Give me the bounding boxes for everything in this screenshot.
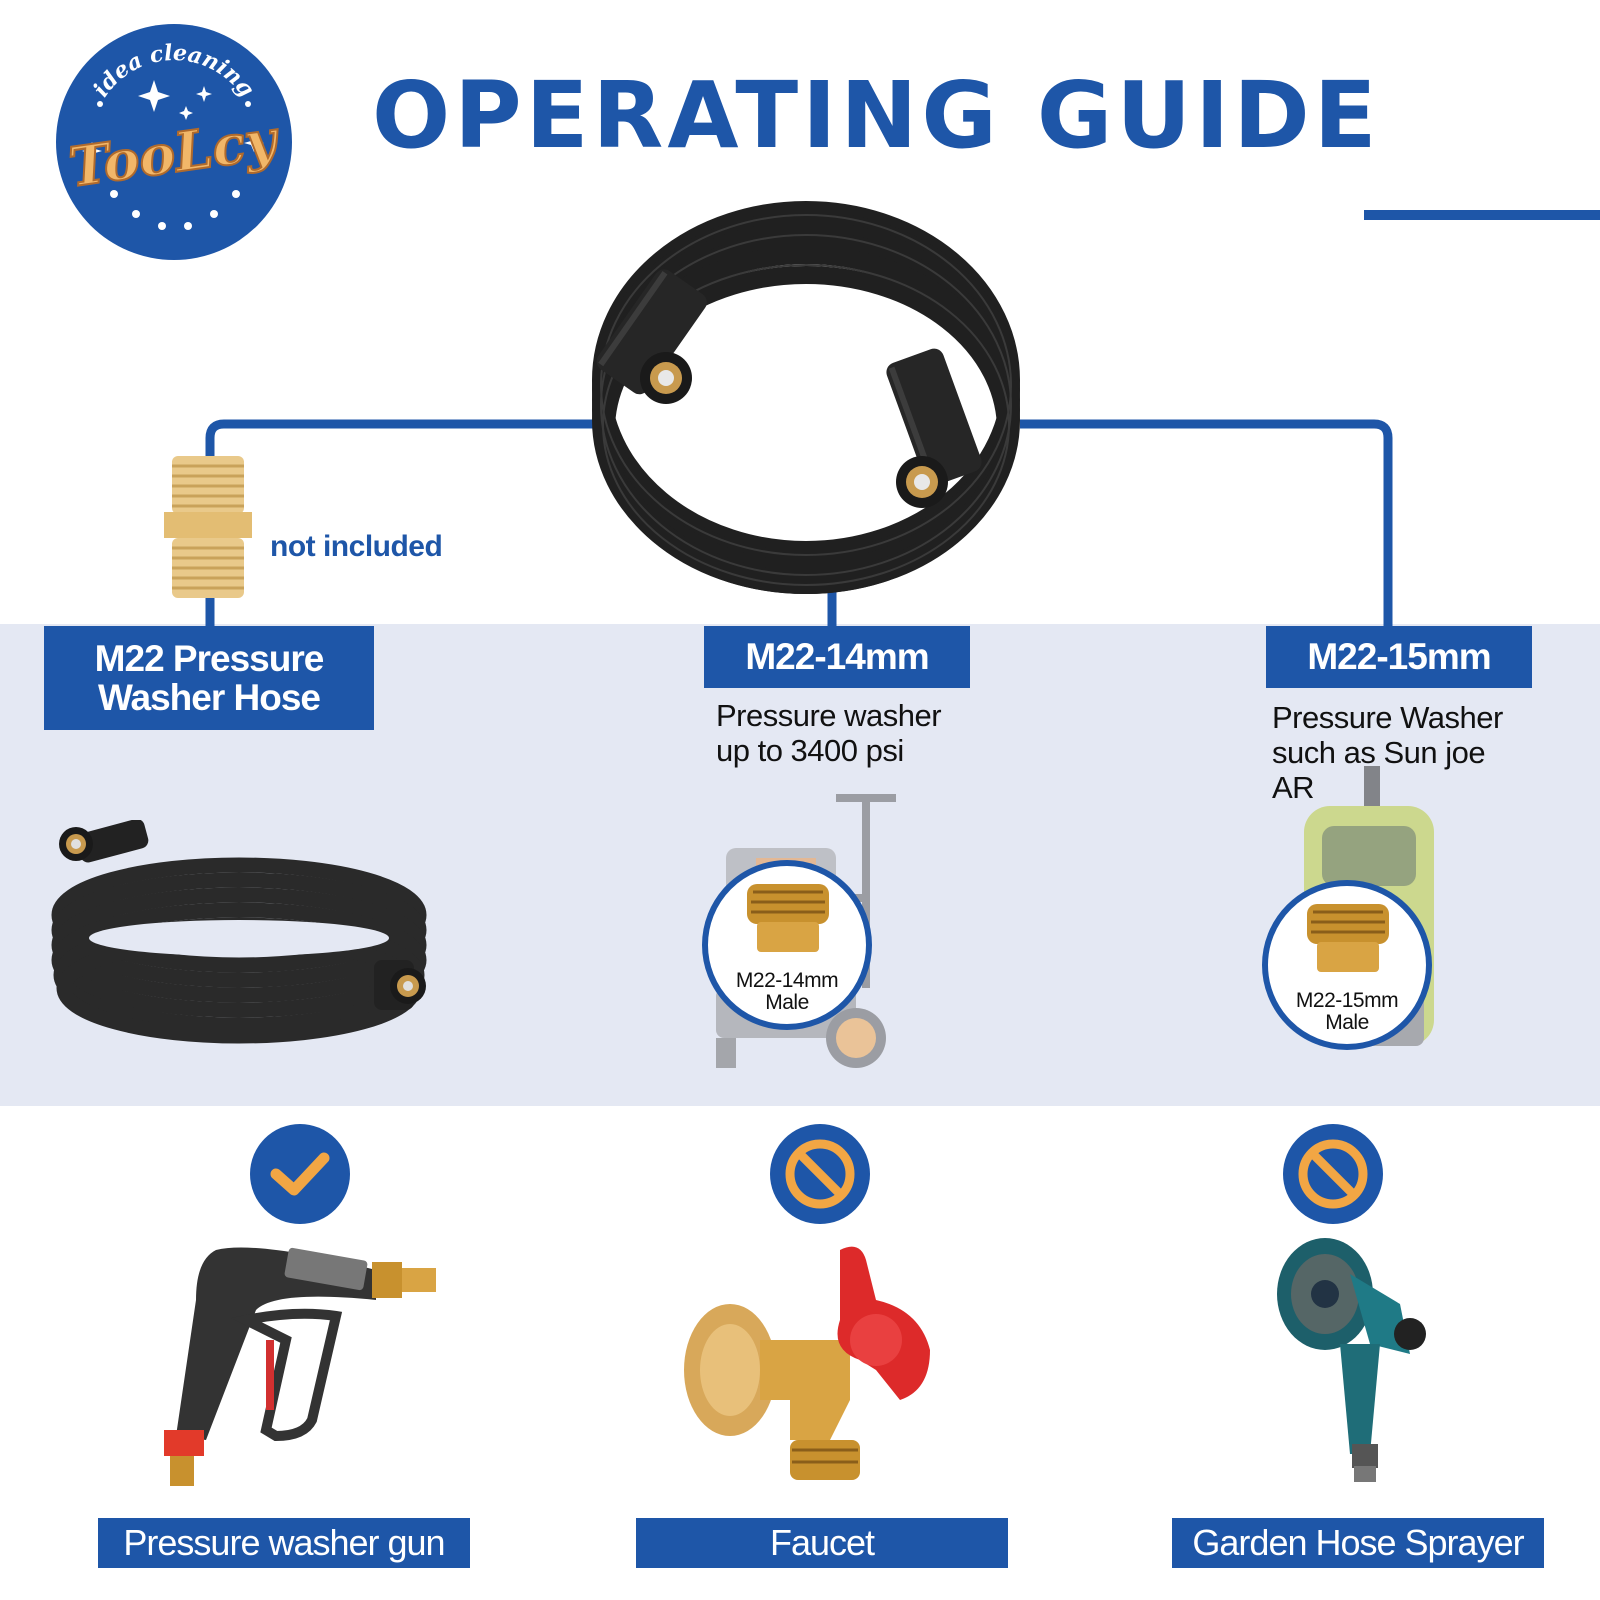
- prohibited-icon: [1283, 1124, 1383, 1224]
- small-hose-image: [44, 818, 444, 1060]
- coiled-hose-image: [586, 200, 1026, 595]
- faucet-label: Faucet: [636, 1518, 1008, 1568]
- m22-14mm-male-callout: M22-14mm Male: [702, 860, 872, 1030]
- not-included-note: not included: [270, 530, 443, 563]
- page-title: OPERATING GUIDE: [372, 62, 1381, 169]
- m22-14mm-label: M22-14mm: [704, 626, 970, 688]
- prohibited-icon: [770, 1124, 870, 1224]
- check-icon: [250, 1124, 350, 1224]
- garden-hose-sprayer-label: Garden Hose Sprayer: [1172, 1518, 1544, 1568]
- faucet-image: [680, 1240, 940, 1500]
- m22-15mm-male-callout: M22-15mm Male: [1262, 880, 1432, 1050]
- pressure-washer-gun-label: Pressure washer gun: [98, 1518, 470, 1568]
- pressure-washer-gun-image: [136, 1240, 456, 1500]
- hose-label: M22 Pressure Washer Hose: [44, 626, 374, 730]
- m22-15mm-label: M22-15mm: [1266, 626, 1532, 688]
- m22-15mm-description: Pressure Washer such as Sun joe AR: [1272, 700, 1503, 805]
- garden-hose-sprayer-image: [1270, 1234, 1430, 1494]
- brand-logo: idea cleaning TooLcy: [54, 22, 294, 262]
- brass-coupler-image: [164, 452, 252, 602]
- m22-14mm-description: Pressure washer up to 3400 psi: [716, 698, 942, 768]
- title-underline: [1364, 210, 1600, 220]
